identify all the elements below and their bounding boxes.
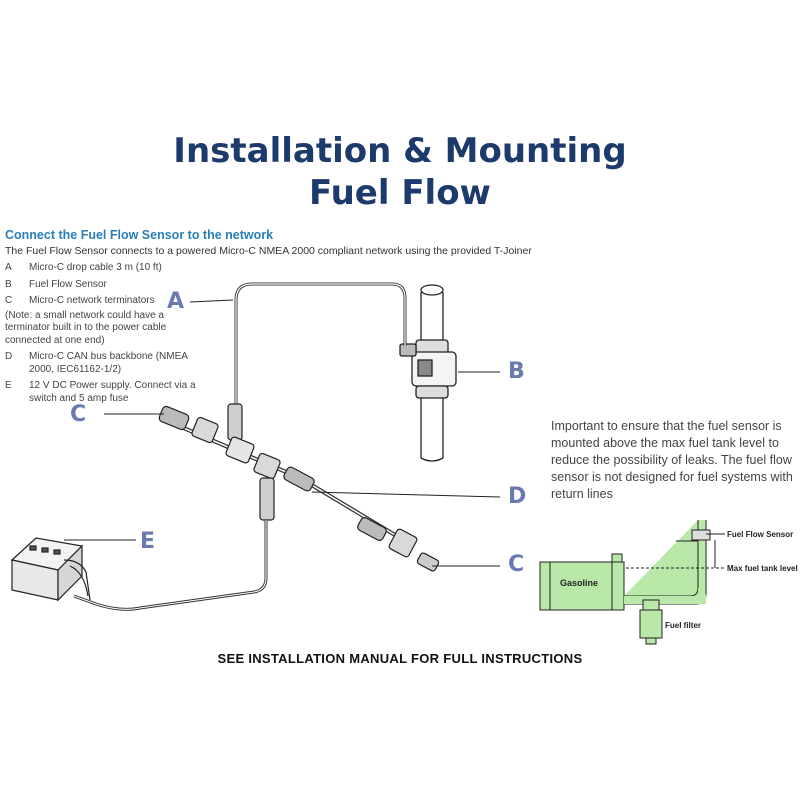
legend-note: (Note: a small network could have a term… [5,309,167,346]
section-intro: The Fuel Flow Sensor connects to a power… [5,245,532,257]
legend-item-a: A Micro-C drop cable 3 m (10 ft) [5,262,205,275]
callout-c-right: C [508,552,525,577]
filter-label: Fuel filter [665,621,702,630]
legend: A Micro-C drop cable 3 m (10 ft) B Fuel … [5,262,205,405]
tank-label: Gasoline [560,578,599,588]
fuel-flow-sensor [399,339,457,399]
footer-instructions: SEE INSTALLATION MANUAL FOR FULL INSTRUC… [217,651,583,666]
power-cable [73,520,268,611]
legend-item-d: D Micro-C CAN bus backbone (NMEA 2000, I… [5,351,205,376]
legend-code: D [5,351,13,362]
title-line-1: Installation & Mounting [173,131,627,171]
important-note: Important to ensure that the fuel sensor… [551,419,793,501]
legend-text: 12 V DC Power supply. Connect via a swit… [29,380,196,404]
battery [10,537,91,602]
legend-code: C [5,295,13,306]
legend-text: Fuel Flow Sensor [29,278,107,290]
drop-cable [234,282,407,405]
legend-item-e: E 12 V DC Power supply. Connect via a sw… [5,380,205,405]
legend-item-c: C Micro-C network terminators [5,295,205,308]
legend-code: A [5,262,12,273]
legend-item-b: B Fuel Flow Sensor [5,279,205,292]
callout-b: B [508,359,525,384]
t-joiner [158,403,440,572]
legend-text: Micro-C drop cable 3 m (10 ft) [29,262,162,273]
callout-e: E [140,529,156,554]
sensor-label: Fuel Flow Sensor [727,530,794,539]
max-level-label: Max fuel tank level [727,564,798,573]
legend-text: Micro-C CAN bus backbone (NMEA 2000, IEC… [29,351,188,375]
callout-c-left: C [70,402,87,427]
section-heading: Connect the Fuel Flow Sensor to the netw… [5,228,274,242]
callout-d: D [508,484,527,509]
legend-text: Micro-C network terminators [29,295,155,306]
legend-code: E [5,380,12,391]
callout-a: A [167,289,185,314]
title-line-2: Fuel Flow [309,173,491,213]
legend-code: B [5,278,12,290]
fuel-system-inset [539,520,725,645]
